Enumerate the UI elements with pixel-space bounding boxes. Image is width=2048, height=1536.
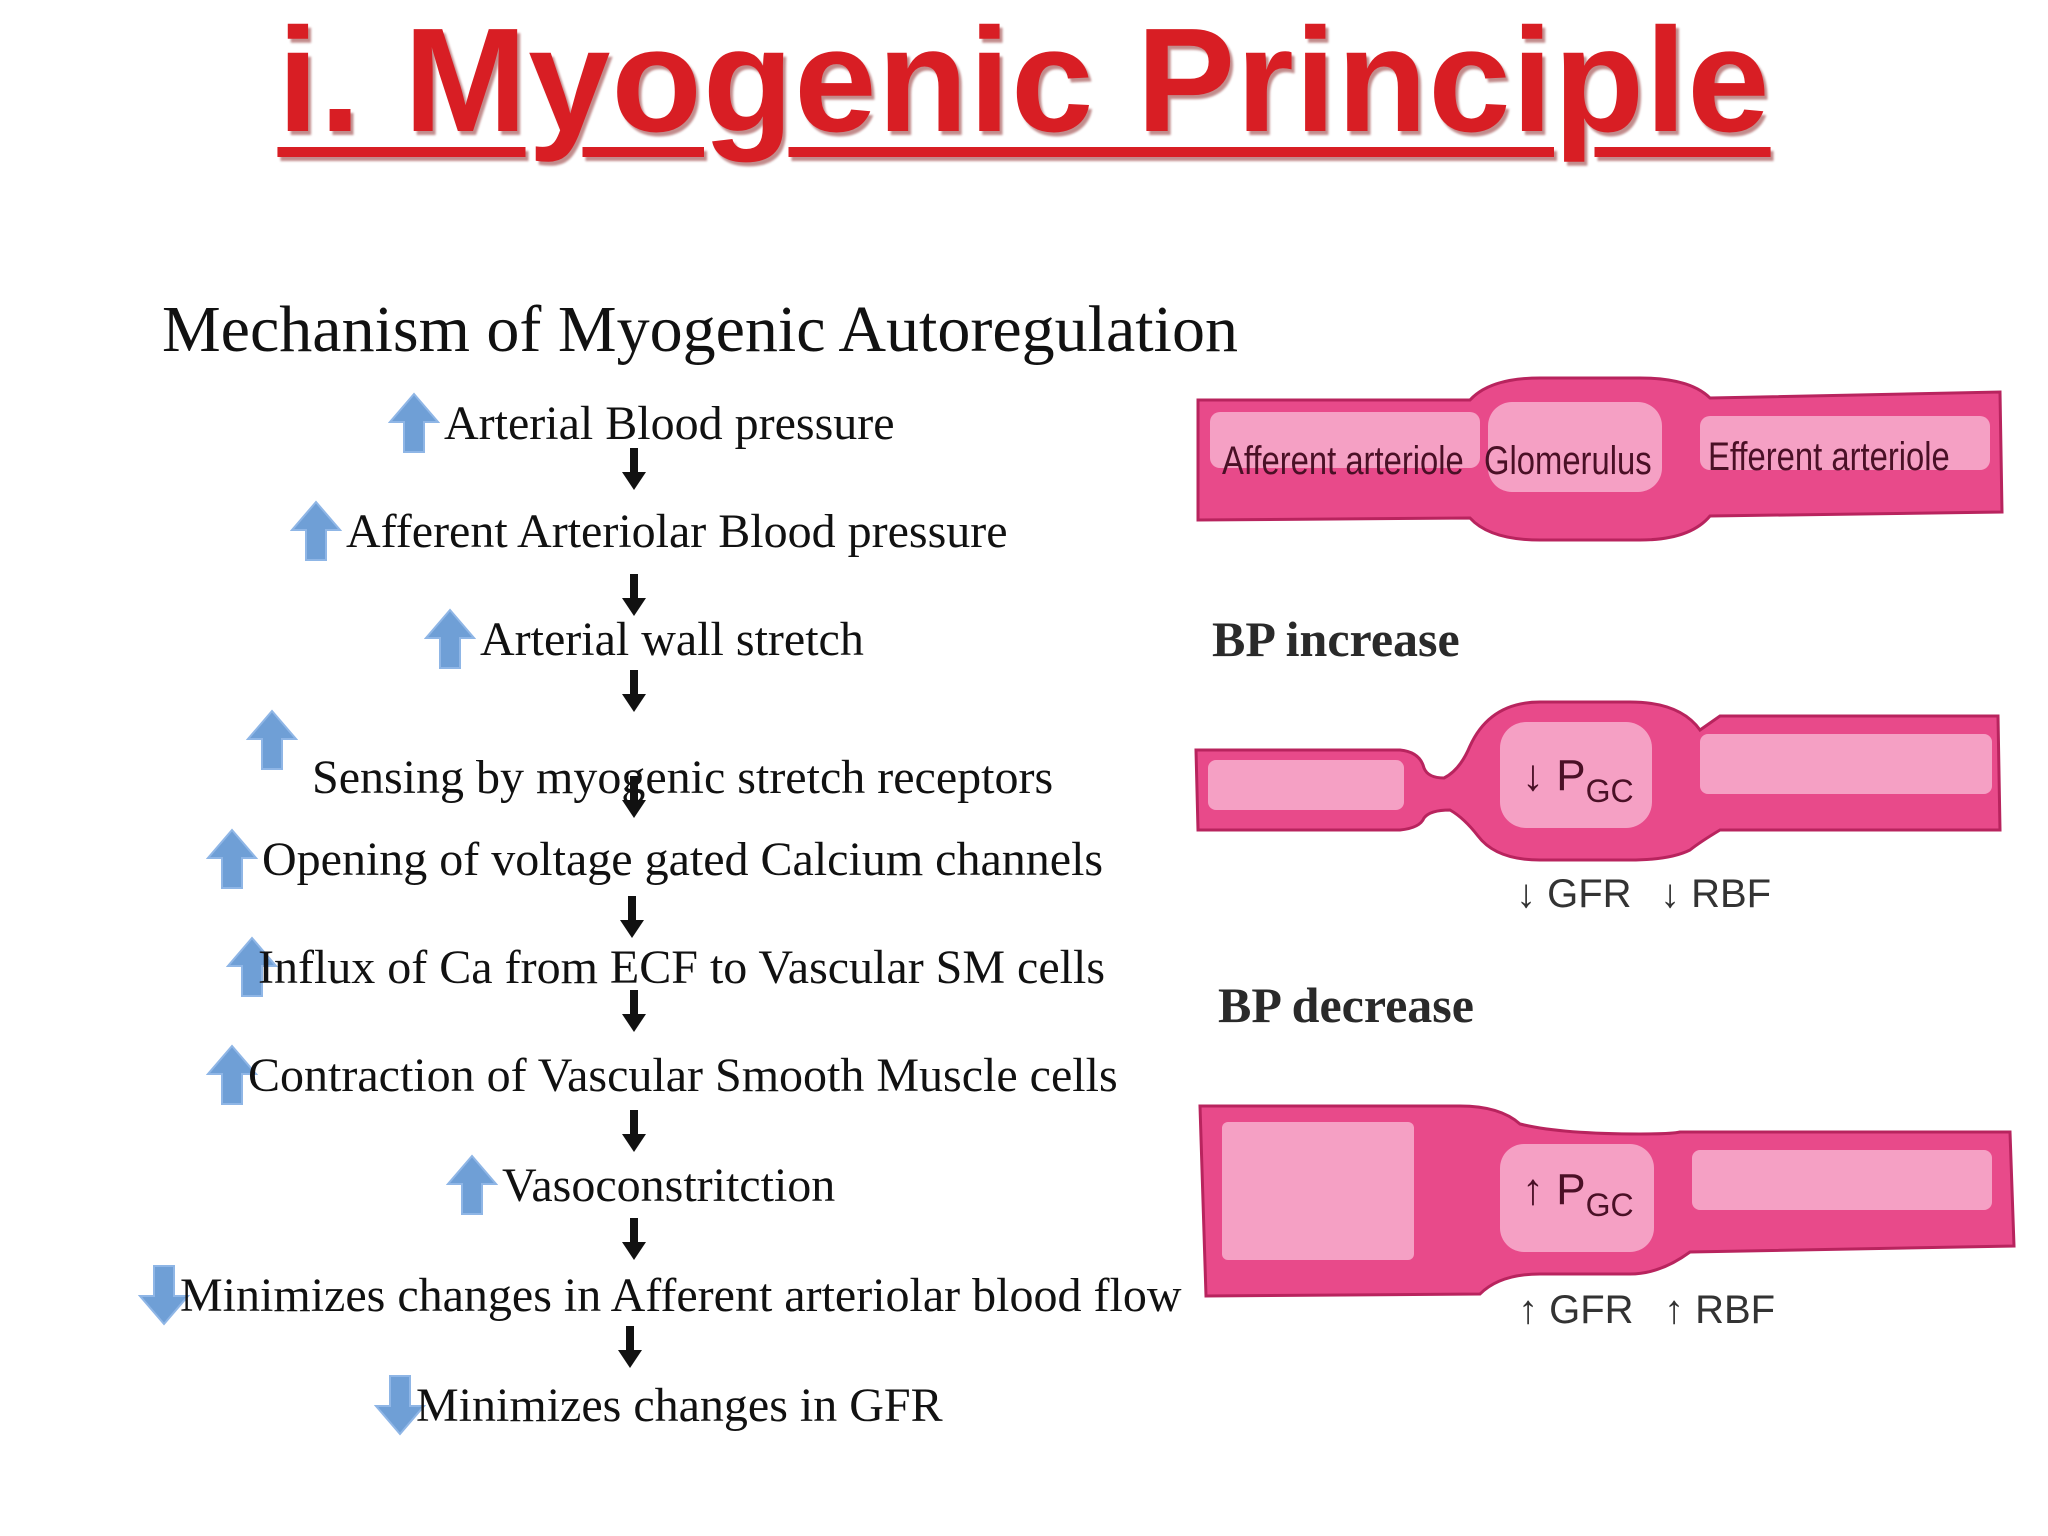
gfr-decrease-label: ↑ GFR	[1518, 1288, 1634, 1333]
rbf-increase-label: ↓ RBF	[1660, 872, 1771, 917]
gfr-increase-label: ↓ GFR	[1516, 872, 1632, 917]
glomerulus-label: Glomerulus	[1484, 438, 1652, 483]
rbf-decrease-label: ↑ RBF	[1664, 1288, 1775, 1333]
bp-increase-label: BP increase	[1212, 610, 1460, 668]
efferent-label: Efferent arteriole	[1708, 434, 1950, 479]
vessel-normal: Afferent arteriole Glomerulus Efferent a…	[1198, 378, 2002, 540]
bp-decrease-label: BP decrease	[1218, 976, 1474, 1034]
afferent-label: Afferent arteriole	[1222, 438, 1464, 483]
